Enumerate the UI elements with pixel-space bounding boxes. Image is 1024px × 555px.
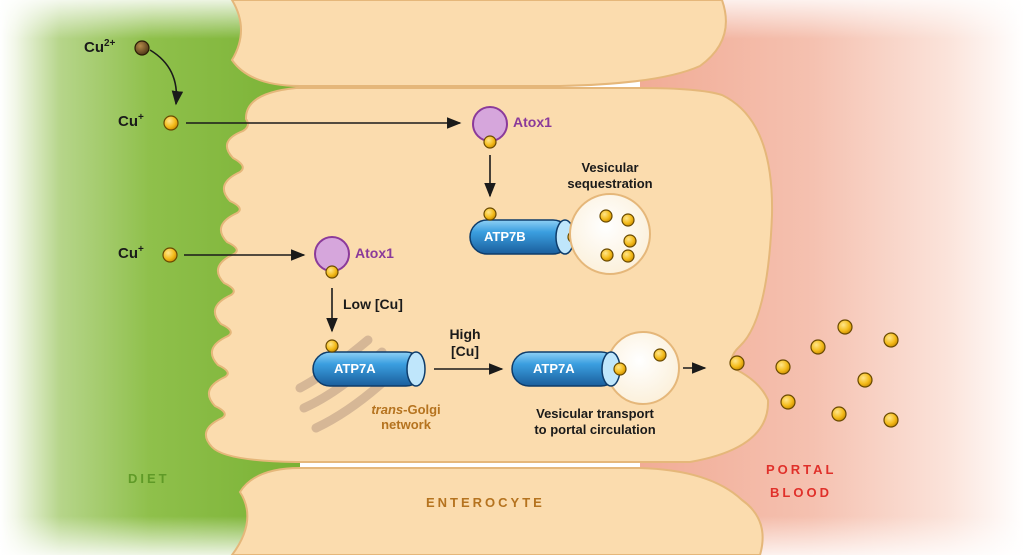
label-high-cu: High [Cu] <box>449 326 481 359</box>
label-cu2: Cu2+ <box>84 38 116 56</box>
label-atp7a-golgi: ATP7A <box>334 361 376 376</box>
arrows <box>149 49 707 375</box>
copper-ion-bound <box>325 265 339 279</box>
label-cu-lower: Cu+ <box>118 244 144 262</box>
portal-copper-ions <box>729 319 899 428</box>
atp7a-vesicle-transporter <box>511 348 667 387</box>
label-enterocyte: ENTEROCYTE <box>426 495 545 510</box>
copper-ion-bound <box>483 135 497 149</box>
caption-vesicular-transport: Vesicular transport to portal circulatio… <box>534 406 656 437</box>
caption-trans-golgi: trans-Golgi network <box>371 402 441 432</box>
copper-ion-cu-upper <box>163 115 179 131</box>
label-atp7b: ATP7B <box>484 229 526 244</box>
enterocyte-lower <box>230 467 764 555</box>
copper-ion-cu-lower <box>162 247 178 263</box>
atox1-lower <box>314 236 350 279</box>
label-atox1-upper: Atox1 <box>513 114 552 130</box>
copper-ion-cu2 <box>134 40 150 56</box>
label-diet: DIET <box>128 471 170 486</box>
atox1-upper <box>472 106 508 149</box>
enterocyte-upper <box>230 0 727 87</box>
sequestration-vesicle <box>569 193 651 275</box>
label-low-cu: Low [Cu] <box>343 296 403 312</box>
arrow-reduction <box>149 49 184 106</box>
label-portal-blood: PORTAL BLOOD <box>766 462 837 500</box>
label-atp7a-vesicle: ATP7A <box>533 361 575 376</box>
caption-vesicular-sequestration: Vesicular sequestration <box>567 160 653 191</box>
label-cu-upper: Cu+ <box>118 112 144 130</box>
label-atox1-lower: Atox1 <box>355 245 394 261</box>
atp7a-golgi-transporter <box>312 339 426 387</box>
